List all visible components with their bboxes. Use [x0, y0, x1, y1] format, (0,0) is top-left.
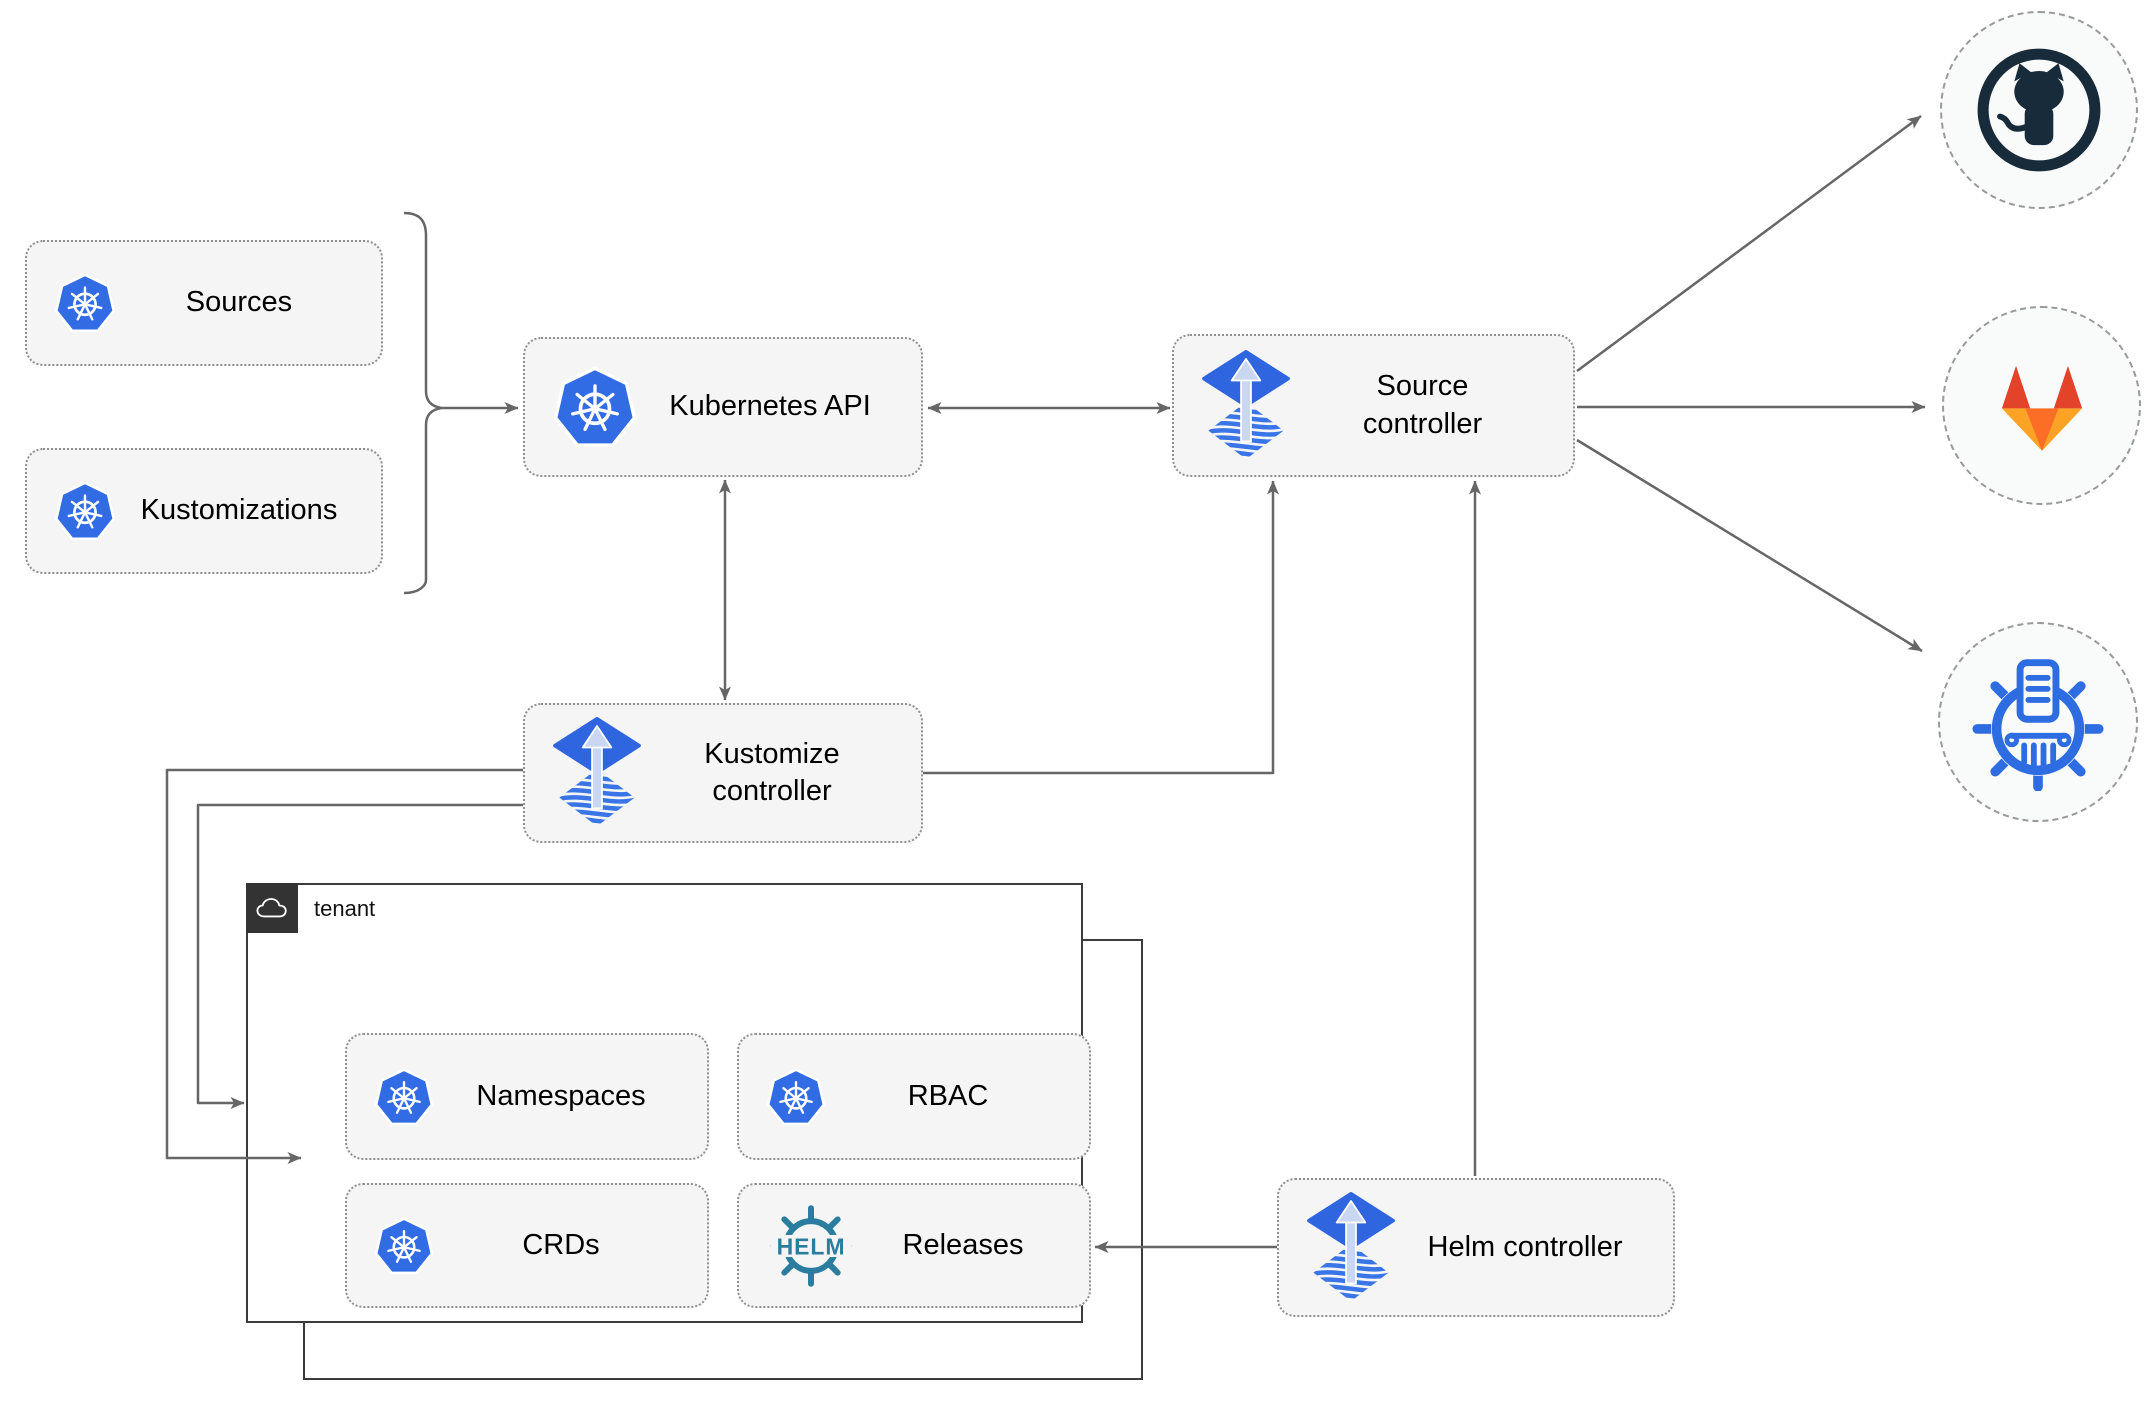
node-label: Sources: [185, 286, 293, 319]
flux-icon: [551, 717, 643, 829]
helm-icon: HELM: [770, 1204, 852, 1287]
node-rbac: RBAC: [737, 1033, 1091, 1160]
tenant-header: [245, 882, 298, 933]
gitlab-provider-circle: [1942, 306, 2141, 505]
github-octocat-icon: [1977, 48, 2101, 172]
node-helm-controller: Helm controller: [1277, 1178, 1675, 1317]
gitlab-tanuki-icon: [2001, 365, 2082, 451]
kubernetes-icon: [373, 1215, 435, 1277]
arrow-source-controller-to-github: [1576, 114, 1922, 373]
node-label: RBAC: [907, 1079, 989, 1112]
node-source-controller: Source controller: [1172, 334, 1575, 477]
node-label: Helm controller: [1427, 1230, 1623, 1263]
tenant-label: tenant: [314, 896, 376, 921]
node-kustomize-controller: Kustomize controller: [523, 703, 923, 843]
chartmuseum-helm-repository-icon: [1972, 659, 2104, 791]
node-crds: CRDs: [345, 1183, 709, 1308]
kubernetes-icon: [373, 1066, 435, 1128]
node-label: CRDs: [522, 1228, 600, 1261]
node-kustomizations: Kustomizations: [25, 448, 383, 574]
chartmuseum-provider-circle: [1938, 622, 2138, 822]
node-label: Kustomizations: [140, 494, 338, 527]
node-label: Releases: [902, 1228, 1024, 1261]
kubernetes-icon: [53, 479, 117, 543]
node-sources: Sources: [25, 240, 383, 366]
node-namespaces: Namespaces: [345, 1033, 709, 1160]
grouping-brace: [403, 211, 443, 595]
flux-icon: [1305, 1192, 1397, 1304]
node-label: Source controller: [1362, 370, 1483, 440]
helm-wordmark: HELM: [777, 1233, 846, 1259]
cloud-icon: [255, 895, 289, 920]
arrow-kustomize-controller-to-source-controller: [923, 480, 1279, 775]
node-label: Kubernetes API: [669, 390, 871, 423]
arrow-source-controller-to-chartmuseum: [1576, 438, 1923, 653]
node-releases: HELM Releases: [737, 1183, 1091, 1308]
kubernetes-icon: [551, 363, 639, 451]
kubernetes-icon: [765, 1066, 827, 1128]
github-provider-circle: [1940, 11, 2138, 209]
node-kubernetes-api: Kubernetes API: [523, 337, 923, 477]
node-label: Kustomize controller: [704, 737, 840, 807]
flux-icon: [1200, 350, 1292, 462]
node-label: Namespaces: [476, 1079, 646, 1112]
kubernetes-icon: [53, 271, 117, 335]
